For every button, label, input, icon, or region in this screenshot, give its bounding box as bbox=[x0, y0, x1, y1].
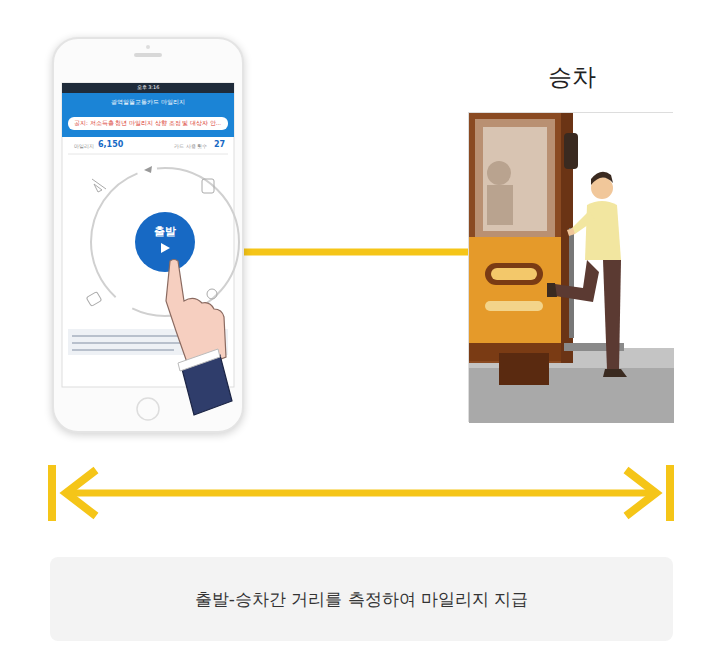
boarding-picture: 승차 bbox=[468, 112, 673, 422]
caption-box: 출발-승차간 거리를 측정하여 마일리지 지급 bbox=[50, 557, 673, 641]
app-title: 광역알뜰교통카드 마일리지 bbox=[54, 98, 242, 107]
button-label: 출발 bbox=[135, 224, 195, 239]
mileage-caption: 마일리지 bbox=[74, 143, 94, 149]
picture-heading: 승차 bbox=[469, 61, 674, 93]
phone-app-screen: 광역알뜰교통카드 마일리지출발 오후 3:16 공지: 저소득층 청년 마일리지 상… bbox=[52, 37, 244, 433]
status-time: 오후 3:16 bbox=[54, 84, 242, 90]
card-count-value: 27 bbox=[214, 140, 225, 149]
notice-text: 공지: 저소득층 청년 마일리지 상향 조정 및 대상자 안... bbox=[74, 120, 221, 127]
play-icon bbox=[135, 212, 195, 272]
mileage-value: 6,150 bbox=[98, 140, 123, 149]
card-count-caption: 카드 사용 횟수 bbox=[174, 143, 207, 149]
caption-text: 출발-승차간 거리를 측정하여 마일리지 지급 bbox=[50, 588, 673, 611]
start-button: 출발 bbox=[135, 212, 195, 272]
connector-line bbox=[244, 252, 468, 253]
bus-boarding-illustration bbox=[469, 113, 674, 423]
